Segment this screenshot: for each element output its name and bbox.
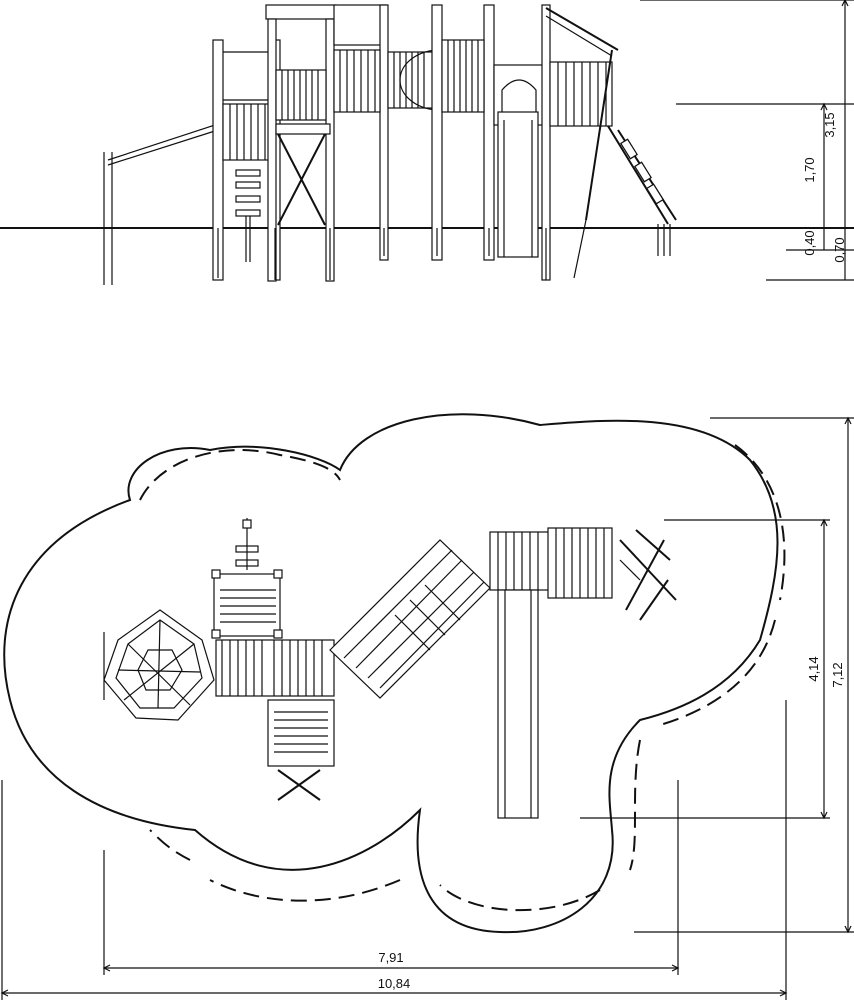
elevation-dimension-lines	[640, 0, 854, 281]
dimension-total-height: 3,15	[822, 112, 837, 137]
plan-dimension-lines	[0, 416, 854, 1000]
dashed-fall-zone	[139, 444, 786, 912]
right-frame-plan	[619, 529, 677, 621]
dimension-depth-outer: 7,12	[830, 662, 845, 687]
panel-slats	[229, 104, 266, 160]
left-tower-panel	[222, 103, 271, 161]
slide-tower	[493, 4, 551, 281]
dimension-platform-height: 1,70	[802, 157, 817, 182]
middle-tower	[333, 4, 389, 261]
dimension-width-inner: 7,91	[378, 950, 403, 965]
left-tower-top	[211, 518, 283, 639]
dimension-depth-lower: 0,70	[832, 237, 847, 262]
right-deck	[489, 527, 613, 599]
right-climbing-frame	[545, 7, 677, 279]
lower-tower	[267, 699, 335, 801]
tunnel	[387, 49, 481, 111]
foundations	[217, 228, 547, 280]
elevation-view: 3,15 1,70 0,40 0,70	[0, 0, 854, 285]
dimension-depth-inner: 4,14	[806, 656, 821, 681]
central-deck	[215, 639, 335, 697]
hexagon-roof	[103, 609, 215, 721]
dimension-width-outer: 10,84	[378, 976, 411, 991]
slide-plan	[497, 589, 539, 819]
diagonal-tunnel	[329, 539, 491, 699]
diagonal-pole	[585, 49, 613, 221]
arch-opening	[501, 79, 537, 125]
x-frame-tower	[265, 4, 337, 282]
plan-view: 4,14 7,12 7,91 10,84	[0, 413, 854, 1000]
dimension-depth-upper: 0,40	[802, 230, 817, 255]
right-tower	[431, 4, 495, 261]
slide	[497, 111, 539, 258]
ladder-bar	[107, 123, 219, 161]
climbing-ramp	[607, 125, 669, 225]
safety-zone-outline	[3, 413, 779, 934]
